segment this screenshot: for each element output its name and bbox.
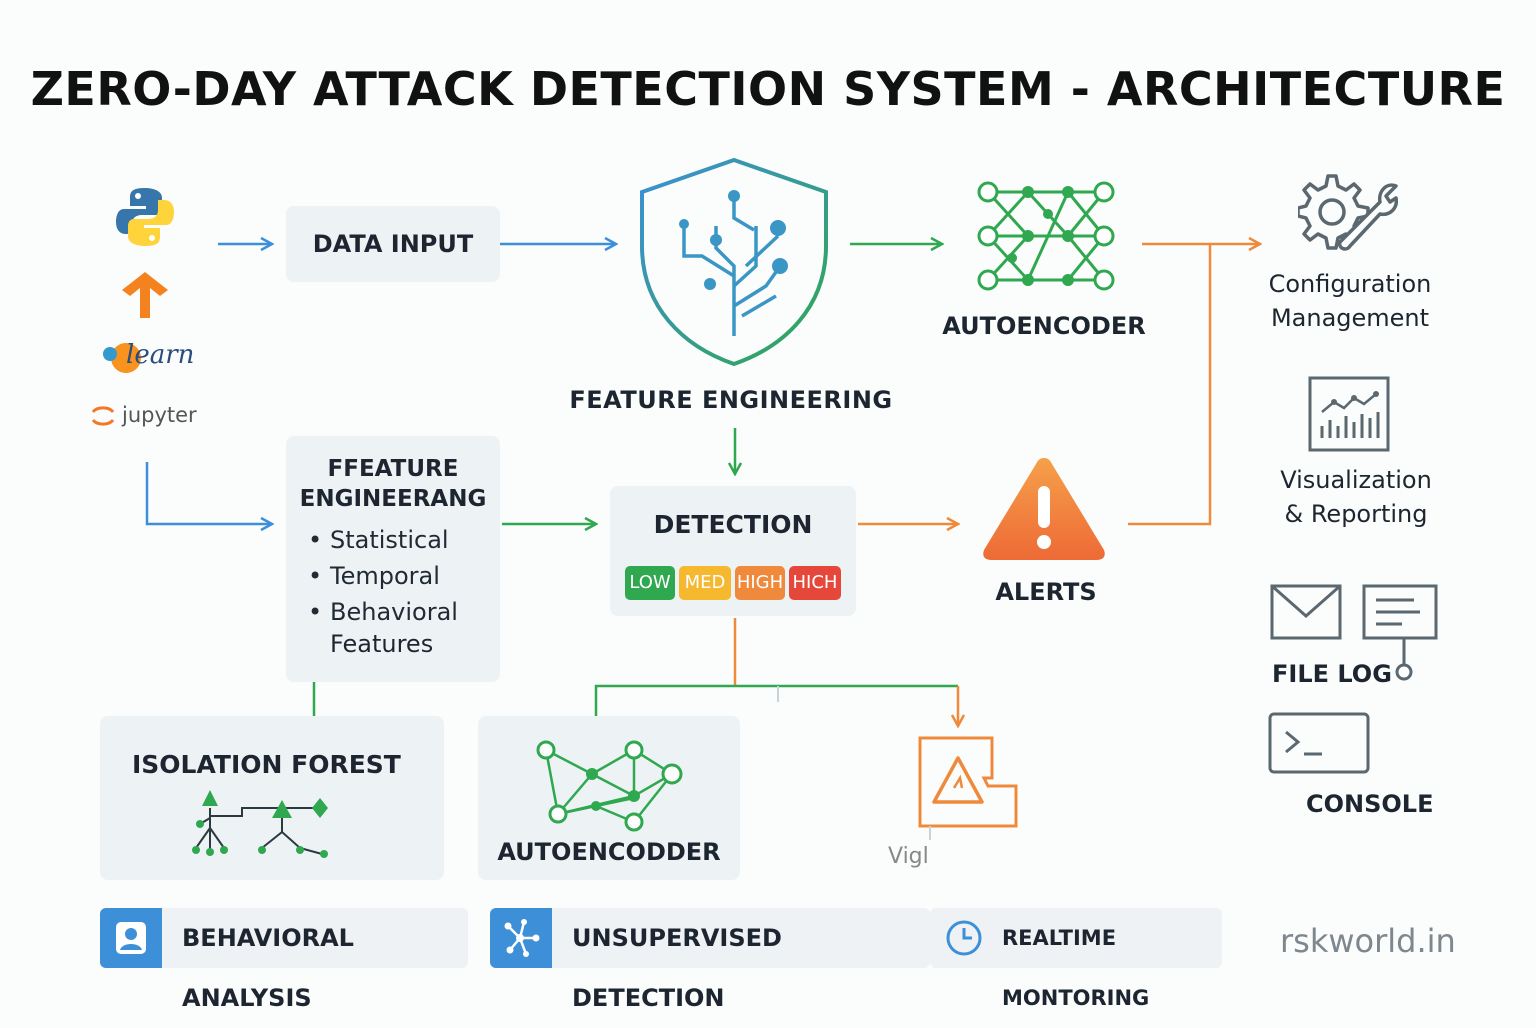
visualization-label-2: & Reporting <box>1284 500 1428 528</box>
sklearn-label: learn <box>126 340 195 370</box>
mail-icon <box>1270 584 1342 644</box>
feature-behavioral-analysis[interactable]: BEHAVIORAL ANALYSIS <box>100 908 468 1012</box>
file-log-label: FILE LOG <box>1272 660 1392 688</box>
document-icon <box>1362 584 1438 688</box>
feature-engineering-box[interactable]: FFEATURE ENGINEERANG Statistical Tempora… <box>286 436 500 682</box>
chart-icon <box>1308 376 1392 456</box>
unsupervised-detection-label: UNSUPERVISED DETECTION <box>572 924 782 1012</box>
watermark: rskworld.in <box>1280 922 1456 960</box>
user-icon <box>100 908 162 968</box>
feature-engineering-top-label: FEATURE ENGINEERING <box>569 386 893 414</box>
feature-item-behavioral: Behavioral <box>306 594 496 630</box>
level-high-badge: HIGH <box>735 566 785 600</box>
page-title: ZERO-DAY ATTACK DETECTION SYSTEM - ARCHI… <box>30 62 1506 116</box>
autoencoder-bottom-label: AUTOENCODDER <box>497 838 721 866</box>
feature-item-tail: Features <box>330 630 434 658</box>
neural-network-icon <box>972 178 1122 298</box>
feature-engineering-title-2: ENGINEERANG <box>299 486 487 512</box>
alert-frame-icon <box>918 736 1022 846</box>
python-icon <box>114 186 176 252</box>
tensorflow-icon <box>118 268 172 326</box>
detection-label: DETECTION <box>653 510 813 539</box>
autoencoder-bottom-box[interactable]: AUTOENCODDER <box>478 716 740 880</box>
configuration-label-2: Management <box>1270 304 1430 332</box>
gear-wrench-icon <box>1296 168 1399 264</box>
realtime-monitoring-label: REALTIME MONTORING <box>1002 926 1150 1010</box>
vigl-label: Vigl <box>888 844 929 869</box>
feature-engineering-title-1: FFEATURE <box>327 456 459 482</box>
network-graph-icon <box>536 734 686 848</box>
jupyter-icon: jupyter <box>90 400 220 432</box>
console-label: CONSOLE <box>1306 790 1434 818</box>
feature-realtime-monitoring[interactable]: REALTIME MONTORING <box>930 908 1222 1010</box>
jupyter-label: jupyter <box>122 403 197 427</box>
isolation-forest-label: ISOLATION FOREST <box>132 750 401 779</box>
feature-item-temporal: Temporal <box>306 558 496 594</box>
alerts-label: ALERTS <box>995 578 1097 606</box>
feature-unsupervised-detection[interactable]: UNSUPERVISED DETECTION <box>490 908 930 1012</box>
feature-list: Statistical Temporal Behavioral <box>306 522 496 630</box>
tree-icon <box>188 788 338 862</box>
level-critical-badge: HICH <box>789 566 841 600</box>
configuration-label-1: Configuration <box>1268 270 1432 298</box>
warning-icon <box>978 452 1110 568</box>
clock-icon <box>944 918 984 962</box>
network-icon <box>490 908 552 968</box>
terminal-icon <box>1268 712 1370 778</box>
shield-icon <box>636 156 832 372</box>
visualization-label-1: Visualization <box>1280 466 1432 494</box>
data-input-box[interactable]: DATA INPUT <box>286 206 500 282</box>
sklearn-icon: learn <box>102 338 212 378</box>
isolation-forest-box[interactable]: ISOLATION FOREST <box>100 716 444 880</box>
behavioral-analysis-label: BEHAVIORAL ANALYSIS <box>182 924 354 1012</box>
level-med-badge: MED <box>679 566 731 600</box>
level-low-badge: LOW <box>625 566 675 600</box>
autoencoder-top-label: AUTOENCODER <box>942 312 1146 340</box>
feature-item-statistical: Statistical <box>306 522 496 558</box>
data-input-label: DATA INPUT <box>312 230 474 258</box>
